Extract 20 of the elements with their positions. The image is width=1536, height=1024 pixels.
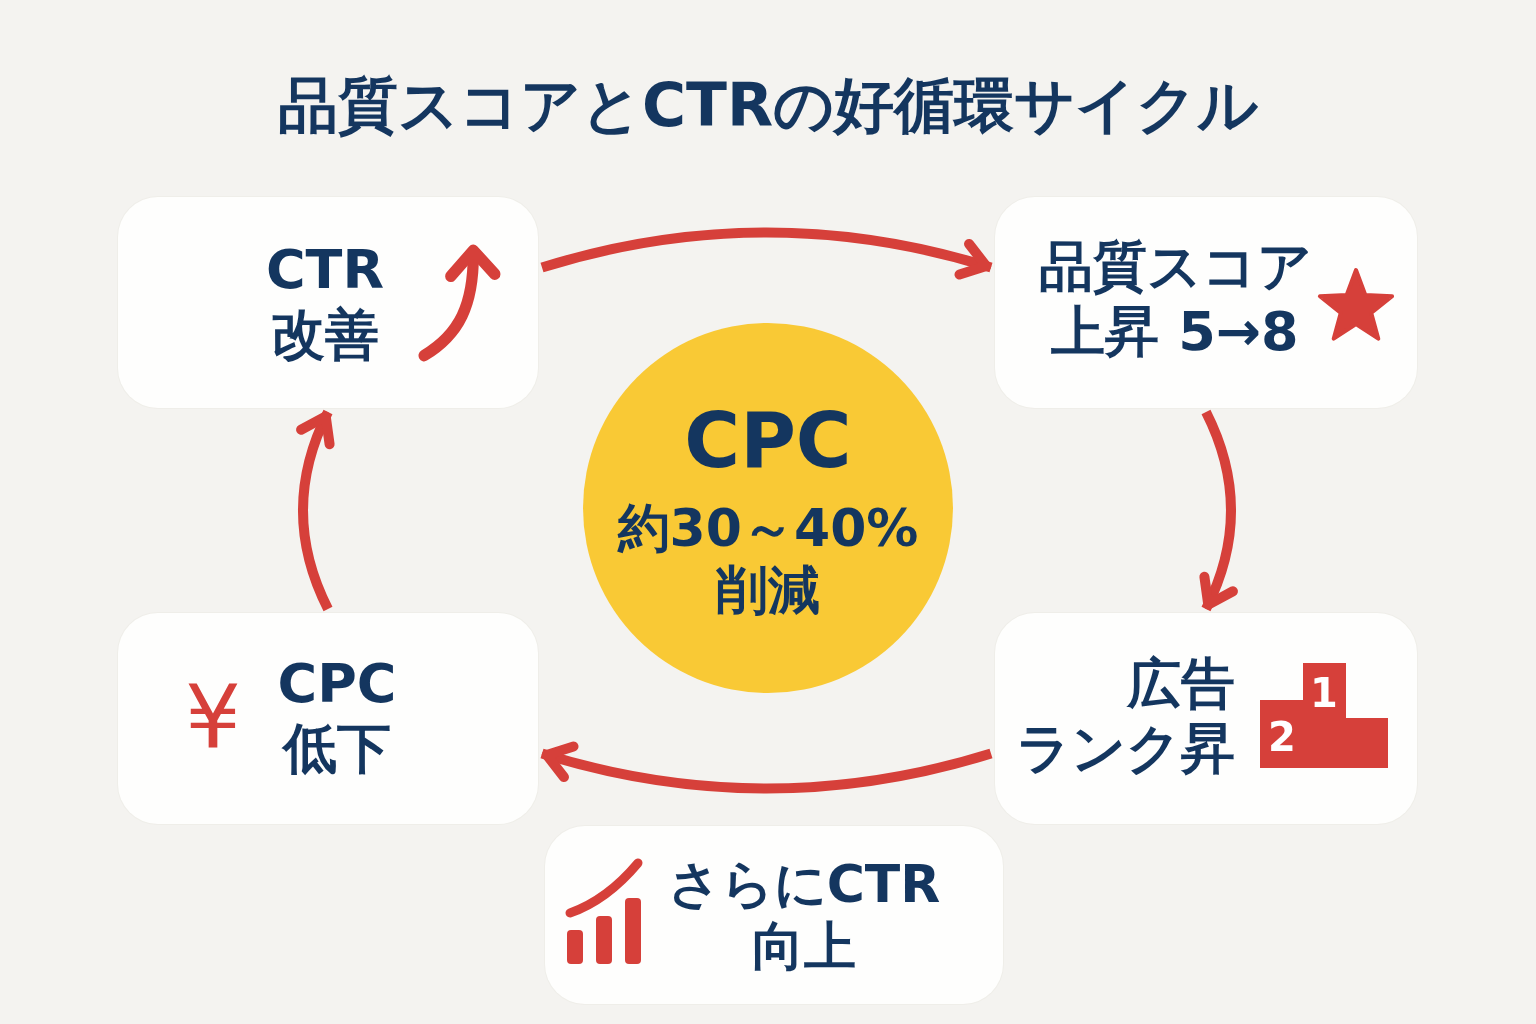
diagram-title: 品質スコアとCTRの好循環サイクル [277,69,1259,141]
step-card [995,197,1417,408]
rank-number: 2 [1268,713,1296,761]
curved-arrow [296,409,336,612]
curved-arrow [540,227,993,281]
curved-arrow [1198,409,1238,612]
step-label: CPC低下 [277,652,397,782]
step-label: 品質スコア上昇 5→8 [1038,235,1312,365]
step-label: さらにCTR向上 [667,852,941,978]
step-card [118,613,538,824]
curved-arrow [540,740,993,794]
currency-symbol: ¥ [185,664,241,770]
step-label: 広告ランク昇 [1016,652,1235,782]
step-label: CTR改善 [266,238,384,368]
step-card [545,826,1003,1004]
step-card [118,197,538,408]
rank-number: 1 [1310,669,1338,717]
result-heading: CPC [684,395,852,487]
result-text: 約30～40%削減 [617,496,919,622]
step-card [995,613,1417,824]
